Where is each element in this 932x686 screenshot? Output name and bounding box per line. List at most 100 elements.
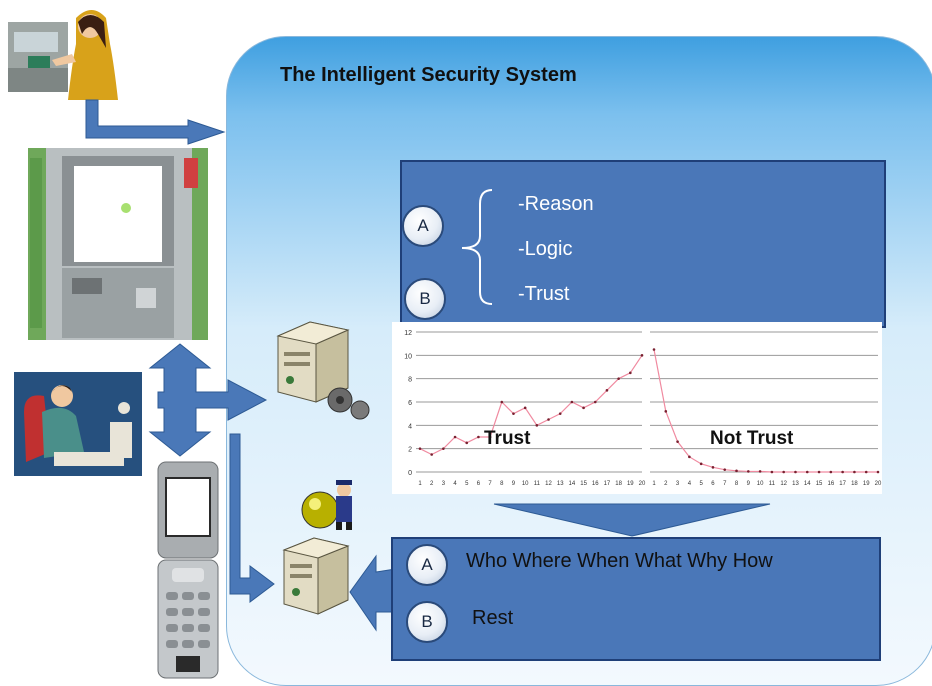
chart-0-data-point [640,354,644,357]
chart-0-xtick-label: 15 [580,481,587,487]
badge-a-bottom: A [406,544,448,586]
chart-0-data-point [558,412,562,415]
badge-a-top: A [402,205,444,247]
chart-1-data-point [794,470,797,474]
chart-1-data-point [676,440,679,443]
item-reason: -Reason [518,193,594,215]
chart-1-xtick-label: 20 [875,481,882,487]
server-lower-icon [282,537,350,615]
chart-0-data-point [430,453,433,456]
who-where-box [391,537,881,661]
badge-b-bottom: B [406,601,448,643]
chart-1-xtick-label: 15 [816,481,823,487]
chart-1-xtick-label: 16 [827,481,834,487]
chart-1-data-point [758,470,762,473]
chart-1-data-point [688,455,691,459]
chart-1-xtick-label: 9 [747,481,751,487]
chart-0-ytick-label: 0 [408,470,412,477]
arrow-to-lower-server [229,433,275,603]
chart-0-data-point [593,400,597,404]
chart-0-xtick-label: 6 [477,481,481,487]
chart-1-xtick-label: 3 [676,481,680,487]
chart-0-ytick-label: 4 [408,423,412,430]
chart-1-data-point [699,462,703,466]
cross-arrow [148,343,268,457]
chart-1-data-point [664,410,668,413]
chart-1-xtick-label: 10 [757,481,764,487]
line-who-where: Who Where When What Why How [466,550,773,572]
chart-1-series-line [653,349,878,473]
chart-1-data-point [876,470,880,474]
item-logic: -Logic [518,238,573,260]
chart-0-data-point [547,418,550,421]
chart-0-xtick-label: 18 [615,481,622,487]
chart-1-xtick-label: 1 [652,481,656,487]
chart-0-xtick-label: 3 [442,481,446,487]
mobile-phone-illustration [157,461,219,679]
chart-0-xtick-label: 5 [465,481,469,487]
curly-brace-icon [461,189,493,305]
chart-0-xtick-label: 16 [592,481,599,487]
chart-0-data-point [477,435,480,439]
chart-1-data-point [841,470,844,474]
chart-1-annotation: Not Trust [710,428,794,449]
chart-1-data-point [735,469,738,473]
chart-1-xtick-label: 12 [780,481,787,487]
chart-0-annotation: Trust [484,428,531,449]
chart-0-ytick-label: 10 [404,353,412,360]
chart-0-data-point [523,406,527,410]
chart-1-xtick-label: 17 [839,481,846,487]
chart-1-xtick-label: 11 [769,481,776,487]
chart-0-data-point [453,435,457,439]
chart-0-xtick-label: 1 [418,481,422,487]
chart-0-ytick-label: 6 [408,400,412,407]
operator-illustration [14,372,142,476]
chart-0-data-point [465,441,469,445]
chart-1-xtick-label: 19 [863,481,870,487]
chart-0-xtick-label: 13 [557,481,564,487]
chart-0-xtick-label: 11 [534,481,541,487]
chart-1-data-point [711,466,715,469]
panel-title: The Intelligent Security System [280,64,577,86]
chart-1-xtick-label: 14 [804,481,811,487]
chart-1-xtick-label: 8 [735,481,739,487]
chart-0-data-point [629,371,632,375]
chart-1-data-point [770,470,774,474]
chart-1-data-point [853,470,856,474]
chart-0-xtick-label: 8 [500,481,504,487]
chart-1-data-point [782,470,785,474]
atm-machine-illustration [28,148,208,340]
chart-0-data-point [500,400,504,404]
chart-1-data-point [817,470,821,474]
chart-1-data-point [652,348,656,351]
chart-0-data-point [418,447,422,450]
chart-1-xtick-label: 2 [664,481,668,487]
chart-0-data-point [570,400,574,404]
chart-0-ytick-label: 12 [404,330,412,337]
chart-1-xtick-label: 7 [723,481,727,487]
chart-0-data-point [617,377,620,380]
chart-1-data-point [747,470,750,473]
chart-1-xtick-label: 13 [792,481,799,487]
chart-0-xtick-label: 20 [639,481,646,487]
chart-0-xtick-label: 10 [522,481,529,487]
chart-1-xtick-label: 4 [688,481,692,487]
chart-1-data-point [805,470,809,474]
server-upper-icon [276,321,370,420]
chart-0-data-point [605,389,609,392]
line-rest: Rest [472,607,514,629]
chart-0-xtick-label: 7 [488,481,492,487]
arrow-chart-down [493,503,771,537]
chart-0-ytick-label: 8 [408,377,412,384]
chart-0-xtick-label: 12 [545,481,552,487]
chart-0-data-point [512,412,515,415]
badge-b-top: B [404,278,446,320]
chart-0-xtick-label: 2 [430,481,434,487]
chart-0-xtick-label: 17 [604,481,611,487]
chart-0-xtick-label: 9 [512,481,516,487]
chart-0-xtick-label: 4 [453,481,457,487]
arrow-user-to-panel [85,99,226,145]
chart-0-xtick-label: 14 [569,481,576,487]
